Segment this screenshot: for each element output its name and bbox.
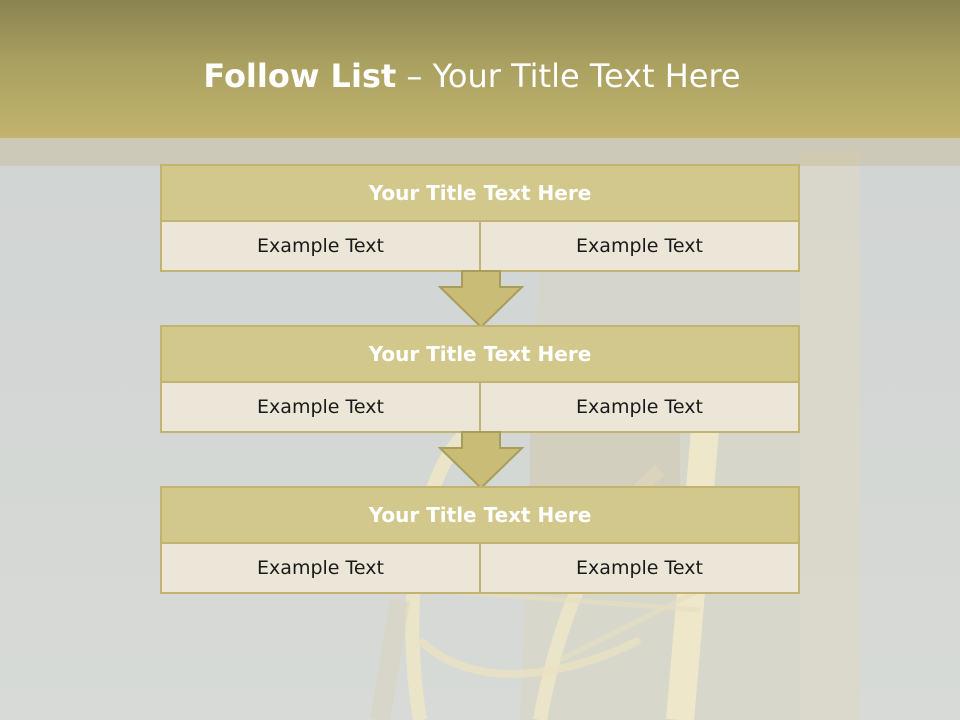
- header-band: [0, 0, 960, 138]
- step-row: Example Text Example Text: [162, 222, 798, 270]
- step-cell-right: Example Text: [479, 222, 798, 270]
- step-block-1: Your Title Text Here Example Text Exampl…: [160, 164, 800, 272]
- step-cell-right: Example Text: [479, 383, 798, 431]
- slide-title-bold: Follow List: [203, 57, 397, 95]
- step-title: Your Title Text Here: [162, 327, 798, 383]
- slide-title: Follow List – Your Title Text Here: [0, 54, 944, 98]
- step-title: Your Title Text Here: [162, 488, 798, 544]
- down-arrow-icon: [438, 431, 524, 489]
- step-cell-left: Example Text: [257, 235, 384, 257]
- step-cell-left: Example Text: [257, 557, 384, 579]
- step-row: Example Text Example Text: [162, 383, 798, 431]
- step-title: Your Title Text Here: [162, 166, 798, 222]
- slide-title-rest: – Your Title Text Here: [396, 57, 741, 95]
- header-strip: [0, 138, 960, 166]
- step-block-3: Your Title Text Here Example Text Exampl…: [160, 486, 800, 594]
- step-block-2: Your Title Text Here Example Text Exampl…: [160, 325, 800, 433]
- step-row: Example Text Example Text: [162, 544, 798, 592]
- step-cell-left: Example Text: [257, 396, 384, 418]
- down-arrow-icon: [438, 270, 524, 328]
- step-cell-right: Example Text: [479, 544, 798, 592]
